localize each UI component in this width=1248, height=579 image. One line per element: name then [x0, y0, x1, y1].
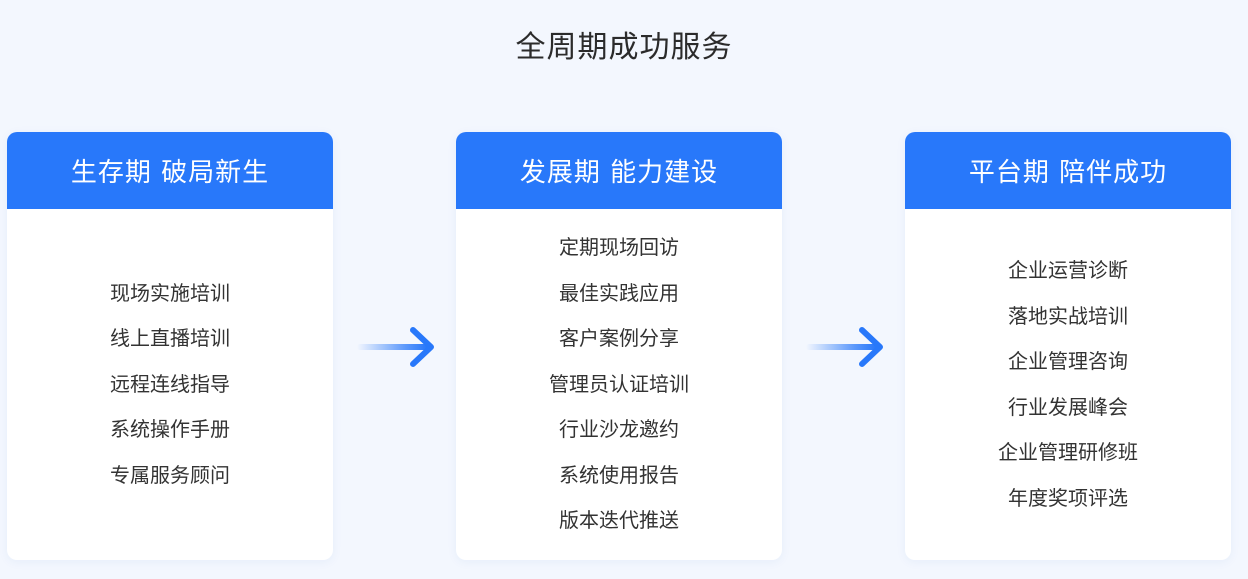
list-item: 客户案例分享	[559, 326, 679, 351]
arrow-right-icon	[357, 327, 434, 367]
card-body: 现场实施培训 线上直播培训 远程连线指导 系统操作手册 专属服务顾问	[7, 209, 333, 560]
list-item: 行业发展峰会	[1008, 394, 1128, 419]
card-header: 生存期 破局新生	[7, 132, 333, 209]
list-item: 现场实施培训	[110, 280, 230, 305]
list-item: 系统使用报告	[559, 462, 679, 487]
list-item: 企业运营诊断	[1008, 258, 1128, 282]
card-header: 平台期 陪伴成功	[905, 132, 1231, 209]
card-body: 定期现场回访 最佳实践应用 客户案例分享 管理员认证培训 行业沙龙邀约 系统使用…	[456, 209, 782, 560]
list-item: 最佳实践应用	[559, 280, 679, 305]
card-header: 发展期 能力建设	[456, 132, 782, 209]
list-item: 系统操作手册	[110, 417, 230, 442]
list-item: 定期现场回访	[559, 235, 679, 260]
stage-card-development: 发展期 能力建设 定期现场回访 最佳实践应用 客户案例分享 管理员认证培训 行业…	[456, 132, 782, 560]
list-item: 行业沙龙邀约	[559, 417, 679, 442]
list-item: 企业管理咨询	[1008, 349, 1128, 373]
list-item: 落地实战培训	[1008, 303, 1128, 328]
card-body: 企业运营诊断 落地实战培训 企业管理咨询 行业发展峰会 企业管理研修班 年度奖项…	[905, 209, 1231, 560]
list-item: 远程连线指导	[110, 371, 230, 396]
list-item: 专属服务顾问	[110, 462, 230, 487]
list-item: 年度奖项评选	[1008, 485, 1128, 510]
stage-card-survival: 生存期 破局新生 现场实施培训 线上直播培训 远程连线指导 系统操作手册 专属服…	[7, 132, 333, 560]
list-item: 线上直播培训	[110, 326, 230, 351]
page-title: 全周期成功服务	[515, 30, 733, 65]
list-item: 版本迭代推送	[559, 508, 679, 533]
stage-card-platform: 平台期 陪伴成功 企业运营诊断 落地实战培训 企业管理咨询 行业发展峰会 企业管…	[905, 132, 1231, 560]
list-item: 管理员认证培训	[549, 371, 689, 396]
list-item: 企业管理研修班	[998, 440, 1138, 464]
arrow-right-icon	[806, 327, 883, 367]
